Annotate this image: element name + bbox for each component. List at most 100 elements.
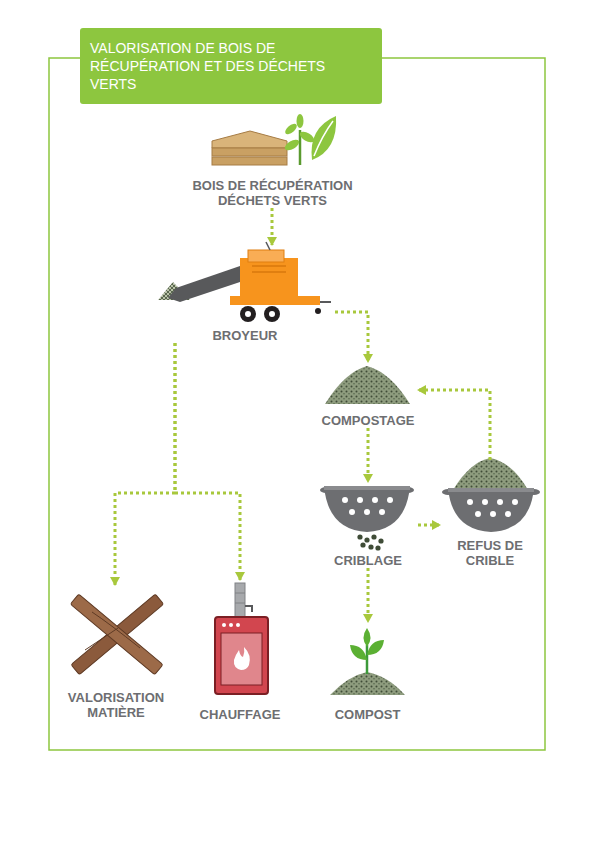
stove-icon [215, 583, 268, 694]
flow-arrow [367, 428, 370, 482]
process-node: BOIS DE RÉCUPÉRATION DÉCHETS VERTS [175, 112, 370, 208]
process-node: REFUS DE CRIBLE [440, 460, 540, 568]
sieve-hole [357, 497, 363, 503]
fine-particle [364, 537, 369, 542]
node-label: VALORISATION MATIÈRE [61, 690, 171, 720]
sieve-hole [505, 511, 511, 517]
sieve-rim [324, 486, 410, 490]
sieve-icon [320, 486, 414, 551]
shredder-wheel [240, 306, 256, 322]
sieve-hole [342, 497, 348, 503]
sieve-hole [482, 499, 488, 505]
process-node: COMPOST [320, 622, 415, 722]
crate-slat [212, 157, 287, 165]
fine-particle [360, 542, 365, 547]
crate-top [212, 131, 287, 148]
sieve-rim [448, 488, 534, 492]
node-label: REFUS DE CRIBLE [454, 538, 526, 568]
wood-grain [92, 612, 140, 648]
sprout-leaf [350, 645, 367, 660]
reject-sieve-icon [442, 458, 540, 532]
reject-pile [453, 458, 528, 490]
shredder-antenna [266, 242, 270, 250]
flow-arrow [335, 312, 368, 362]
stove-dot [222, 623, 226, 627]
leaf-blade [283, 138, 301, 153]
sieve-bowl [324, 486, 410, 532]
process-node: VALORISATION MATIÈRE [60, 585, 172, 720]
title-banner: VALORISATION DE BOIS DE RÉCUPÉRATION ET … [80, 28, 382, 104]
node-label: CRIBLAGE [334, 553, 402, 568]
stove-body [215, 617, 268, 694]
process-node: CRIBLAGE [318, 482, 418, 568]
sieve-hole [349, 509, 355, 515]
leaf-blade [297, 114, 304, 128]
sieve-hole [387, 497, 393, 503]
chimney-ring [235, 593, 245, 594]
wheel-hub [245, 311, 251, 317]
jockey-wheel [315, 308, 321, 314]
sieve-hole [379, 509, 385, 515]
sieve-hole [497, 499, 503, 505]
wood-plank [71, 594, 164, 675]
leaf-icon [283, 114, 336, 165]
process-node: CHAUFFAGE [195, 580, 285, 722]
leaf-blade [312, 116, 337, 160]
wood-plank [70, 594, 163, 675]
sieve-hole [475, 511, 481, 517]
shredder-chute [168, 266, 240, 302]
flow-arrow [418, 524, 440, 527]
node-label: COMPOSTAGE [322, 413, 415, 428]
fine-particle [368, 544, 373, 549]
node-label: BROYEUR [212, 328, 277, 343]
shredder-hopper [248, 250, 284, 262]
sieve-bowl [448, 488, 534, 532]
compost-pile-icon [325, 366, 410, 404]
stove-window [221, 633, 262, 685]
wood-plank-icon [70, 594, 163, 675]
compost-pile [325, 366, 410, 404]
process-node: BROYEUR [155, 245, 335, 343]
shredder-wheel [264, 306, 280, 322]
sieve-hole [372, 497, 378, 503]
fine-particle [375, 545, 380, 550]
flow-arrow [175, 343, 240, 580]
process-node: COMPOSTAGE [318, 362, 418, 428]
fine-particle [378, 538, 383, 543]
shredder-icon [158, 242, 331, 322]
crate-slat [212, 148, 287, 156]
crate-icon [212, 131, 287, 165]
wheel-hub [269, 311, 275, 317]
node-label: COMPOST [335, 707, 401, 722]
fine-particle [371, 534, 376, 539]
flow-arrow [115, 343, 175, 585]
node-label: CHAUFFAGE [200, 707, 281, 722]
compost-icon [330, 628, 405, 695]
shredder-stripe [252, 265, 286, 267]
flow-arrow [418, 390, 490, 460]
flame-symbol [234, 647, 250, 670]
flow-arrow [367, 568, 370, 622]
fine-particle [357, 534, 362, 539]
leaf-vein [314, 121, 333, 156]
shredder-body [240, 258, 298, 298]
stove-dot [236, 623, 240, 627]
sprout-leaf [364, 628, 371, 647]
node-label: BOIS DE RÉCUPÉRATION DÉCHETS VERTS [183, 178, 363, 208]
sieve-hole [512, 499, 518, 505]
stove-dot [229, 623, 233, 627]
flow-arrow [271, 208, 274, 245]
shredder-trailer [230, 296, 320, 305]
stove-pipe [245, 606, 252, 612]
wood-grain [85, 628, 118, 650]
stove-chimney [235, 583, 245, 617]
leaf-blade [283, 122, 298, 136]
compost-heap [330, 672, 405, 695]
sieve-hole [490, 511, 496, 517]
shredder-stripe [252, 271, 286, 273]
sieve-hole [467, 499, 473, 505]
sieve-hole [364, 509, 370, 515]
frame-border [49, 58, 545, 750]
chimney-ring [235, 603, 245, 604]
